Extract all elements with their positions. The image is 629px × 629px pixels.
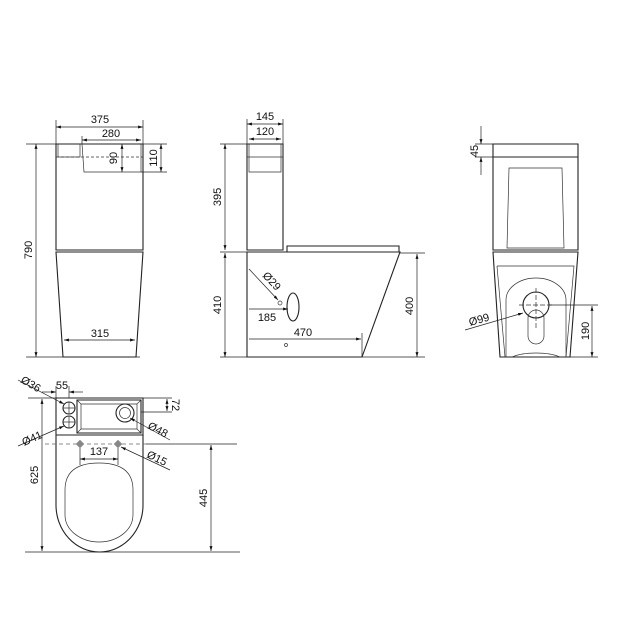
- dim-395: 395: [212, 188, 224, 206]
- dim-diameter-41: Ø41: [20, 429, 44, 448]
- dim-137: 137: [90, 446, 108, 458]
- dim-410: 410: [212, 296, 224, 314]
- dim-diameter-48: Ø48: [146, 420, 170, 440]
- dim-diameter-29: Ø29: [260, 270, 283, 293]
- dim-120: 120: [256, 126, 274, 138]
- dim-625: 625: [29, 466, 41, 484]
- dim-280: 280: [102, 128, 120, 140]
- side-view: 145 120 395 410 Ø29 185 470 400: [212, 111, 425, 358]
- dim-110: 110: [148, 149, 160, 167]
- dim-400: 400: [404, 297, 416, 315]
- dim-470: 470: [294, 327, 312, 339]
- dim-190: 190: [580, 322, 592, 340]
- dim-315: 315: [91, 328, 109, 340]
- dim-45: 45: [469, 145, 481, 157]
- dim-90: 90: [108, 152, 120, 164]
- dim-445: 445: [198, 489, 210, 507]
- dim-375: 375: [91, 114, 109, 126]
- front-view: 375 280 90 110 790 315: [23, 114, 167, 358]
- dim-55: 55: [56, 380, 68, 392]
- dim-diameter-15: Ø15: [145, 449, 169, 469]
- top-view: 137 55 Ø36 Ø41 Ø48 Ø15 72 625 445: [17, 374, 240, 553]
- rear-view: Ø99 190 45: [464, 126, 598, 358]
- dim-790: 790: [23, 241, 35, 259]
- dim-145: 145: [256, 111, 274, 123]
- dim-diameter-99: Ø99: [468, 312, 491, 329]
- dim-72: 72: [169, 399, 181, 411]
- dim-diameter-36: Ø36: [19, 374, 43, 395]
- dim-185: 185: [258, 312, 276, 324]
